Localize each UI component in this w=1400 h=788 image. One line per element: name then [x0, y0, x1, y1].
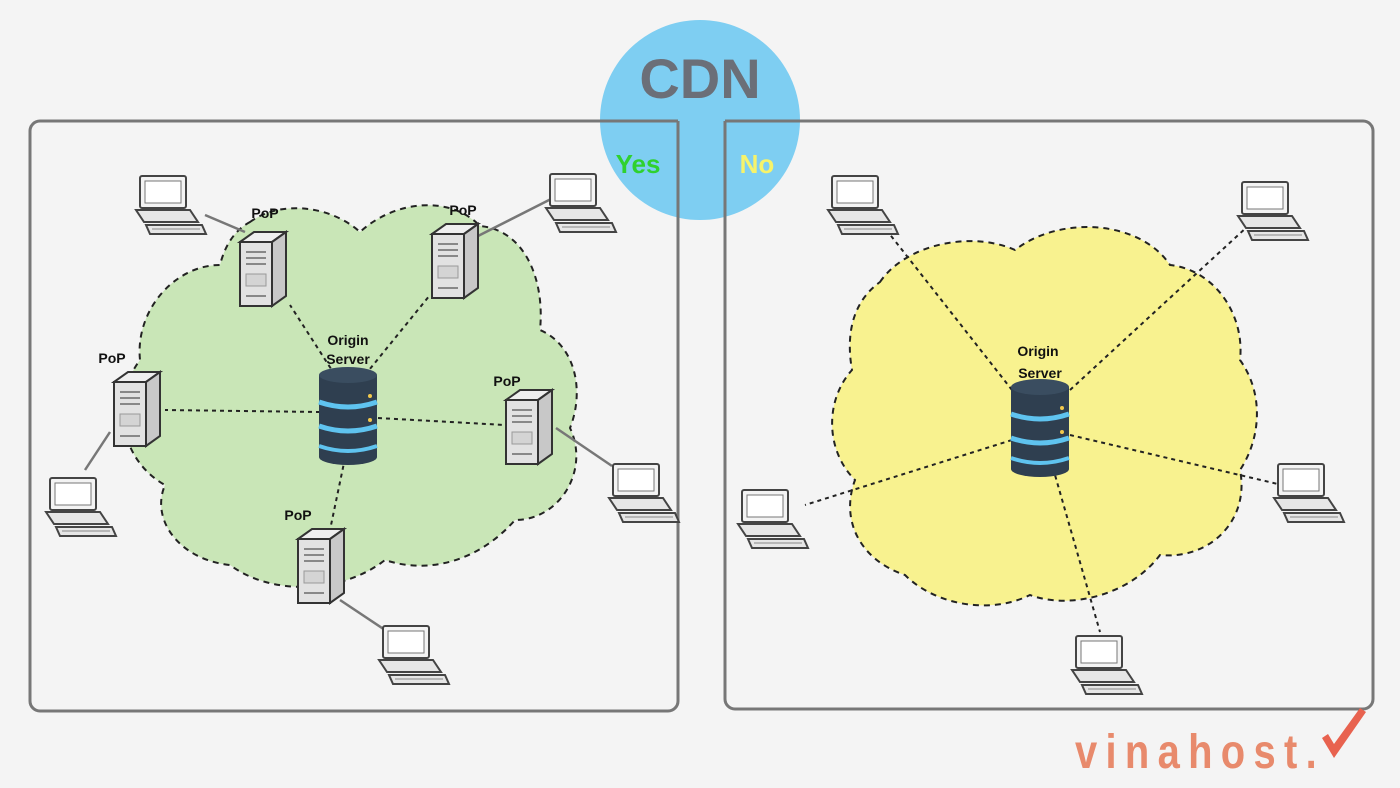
pop-label: PoP	[251, 205, 278, 221]
client-computer	[135, 175, 207, 235]
client-computer	[827, 175, 899, 235]
client-computer	[1071, 635, 1143, 695]
client-computer	[608, 463, 680, 523]
pop-server	[431, 223, 479, 299]
origin-server-label: Server	[326, 351, 370, 367]
without-cdn-panel	[723, 119, 1375, 711]
pop-label: PoP	[284, 507, 311, 523]
yes-label: Yes	[616, 149, 661, 179]
client-computer	[1273, 463, 1345, 523]
origin-server-icon	[1011, 379, 1069, 477]
pop-server	[239, 231, 287, 307]
pop-label: PoP	[493, 373, 520, 389]
pop-server	[113, 371, 161, 447]
origin-server-label: Origin	[1017, 343, 1058, 359]
origin-server-label: Server	[1018, 365, 1062, 381]
pop-client-links	[83, 196, 613, 632]
pop-server	[505, 389, 553, 465]
pop-label: PoP	[98, 350, 125, 366]
origin-pop-links	[164, 294, 506, 531]
checkmark-icon	[1322, 708, 1366, 758]
cdn-title: CDN	[639, 47, 760, 110]
client-computer	[545, 173, 617, 233]
client-computer	[378, 625, 450, 685]
origin-client-links	[804, 225, 1283, 633]
client-computer	[45, 477, 117, 537]
no-label: No	[740, 149, 775, 179]
client-computer	[737, 489, 809, 549]
pop-label: PoP	[449, 202, 476, 218]
pop-server	[297, 528, 345, 604]
with-cdn-panel	[28, 119, 680, 713]
brand-logo-text: vinahost.	[1075, 726, 1325, 779]
origin-server-icon	[319, 367, 377, 465]
origin-server-label: Origin	[327, 332, 368, 348]
cdn-circle	[600, 20, 800, 220]
client-computer	[1237, 181, 1309, 241]
